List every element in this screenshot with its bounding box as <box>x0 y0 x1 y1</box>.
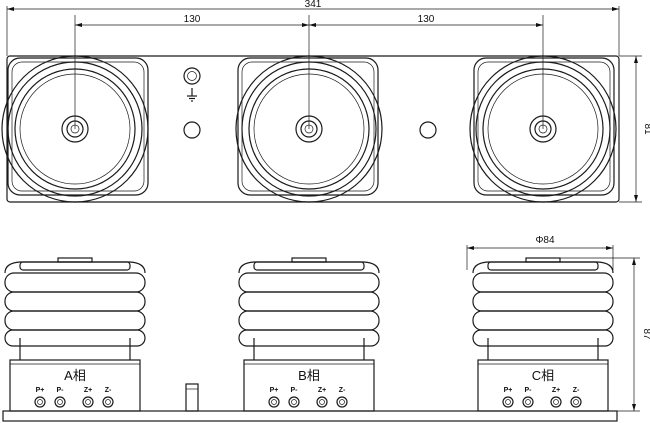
dim-height-top: 81 <box>642 123 650 135</box>
terminal-connector <box>316 396 328 408</box>
terminal-label: P+ <box>504 387 513 394</box>
terminal-label: Z- <box>105 387 112 394</box>
terminal-connector <box>34 396 46 408</box>
front-insulator-b <box>238 257 380 412</box>
terminal-connector <box>502 396 514 408</box>
terminal-label: Z+ <box>84 387 92 394</box>
dim-pitch-left: 130 <box>184 14 201 25</box>
terminal-connector <box>288 396 300 408</box>
terminal-connector-core <box>525 399 531 405</box>
terminal-connector-core <box>291 399 297 405</box>
terminal-label: P+ <box>36 387 45 394</box>
dim-overall-width: 341 <box>305 0 322 10</box>
terminal-label: P- <box>291 387 299 394</box>
terminal-connector <box>102 396 114 408</box>
phase-label-c: C相 <box>532 368 554 383</box>
mounting-hole <box>183 121 201 139</box>
terminal-connector-core <box>339 399 345 405</box>
phase-label-b: B相 <box>298 368 320 383</box>
front-base-plate <box>2 410 618 422</box>
terminal-connector-core <box>505 399 511 405</box>
terminal-connector <box>522 396 534 408</box>
terminal-connector-core <box>57 399 63 405</box>
mounting-hole <box>419 121 437 139</box>
terminal-label: Z+ <box>552 387 560 394</box>
ground-icon <box>183 67 201 102</box>
terminal-connector <box>570 396 582 408</box>
front-insulator-c <box>472 257 614 412</box>
terminal-group-a: P+ P- Z+ Z- <box>34 387 114 408</box>
terminal-label: P+ <box>270 387 279 394</box>
terminal-group-c: P+ P- Z+ Z- <box>502 387 582 408</box>
terminal-connector <box>82 396 94 408</box>
terminal-connector-core <box>85 399 91 405</box>
front-dimensions: Φ84 87 <box>466 235 650 412</box>
top-view <box>1 15 620 203</box>
ground-bolt <box>185 383 199 412</box>
terminal-label: Z- <box>339 387 346 394</box>
terminal-group-b: P+ P- Z+ Z- <box>268 387 348 408</box>
dim-height-side: 87 <box>641 328 650 340</box>
dim-diameter: Φ84 <box>535 235 555 246</box>
terminal-connector-core <box>37 399 43 405</box>
terminal-connector <box>550 396 562 408</box>
terminal-connector-core <box>271 399 277 405</box>
terminal-label: Z- <box>573 387 580 394</box>
terminal-label: P- <box>57 387 65 394</box>
terminal-connector-core <box>319 399 325 405</box>
terminal-connector-core <box>553 399 559 405</box>
front-view: A相 B相 C相 P+ P- Z+ Z- P+ P- Z+ Z- P+ P- Z+ Z- <box>2 257 618 422</box>
phase-label-a: A相 <box>64 368 86 383</box>
terminal-label: Z+ <box>318 387 326 394</box>
front-insulator-a <box>4 257 146 412</box>
terminal-connector <box>54 396 66 408</box>
top-dimensions: 341 130 130 81 <box>6 0 650 203</box>
terminal-connector <box>268 396 280 408</box>
terminal-label: P- <box>525 387 533 394</box>
dim-pitch-right: 130 <box>418 14 435 25</box>
terminal-connector <box>336 396 348 408</box>
terminal-connector-core <box>105 399 111 405</box>
terminal-connector-core <box>573 399 579 405</box>
